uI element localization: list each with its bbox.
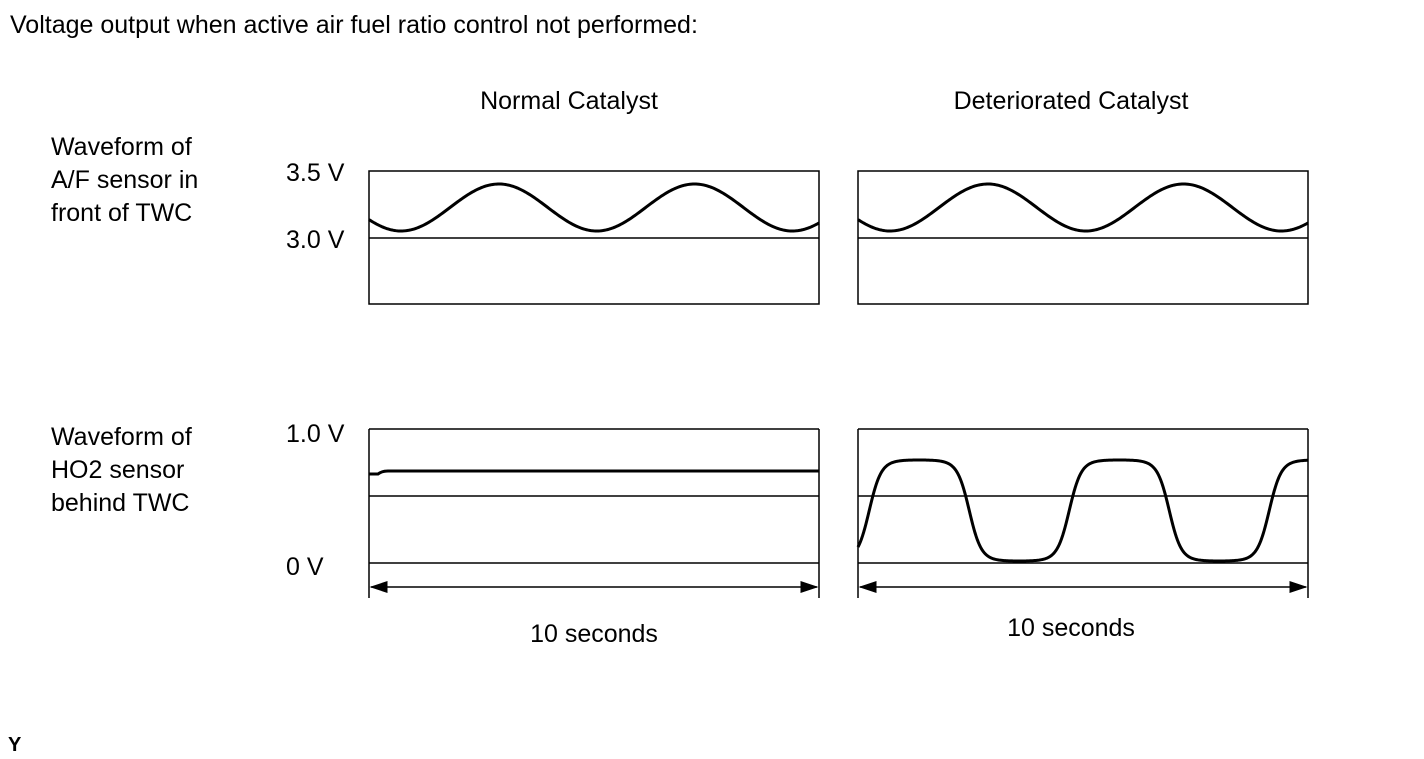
af-y-label-mid: 3.0 V	[286, 226, 345, 254]
column-heading-normal-catalyst: Normal Catalyst	[480, 87, 658, 115]
ho2-normal-waveform	[369, 469, 819, 476]
column-heading-deteriorated-catalyst: Deteriorated Catalyst	[953, 87, 1189, 115]
af-normal-panel	[368, 170, 820, 305]
ho2-deteriorated-panel	[856, 428, 1309, 598]
af-deteriorated-panel	[857, 170, 1309, 305]
ho2-deteriorated-waveform	[856, 458, 1309, 563]
af-normal-waveform	[368, 182, 820, 233]
corner-mark: Y	[8, 734, 22, 756]
row-label-af-sensor: Waveform of A/F sensor in front of TWC	[51, 133, 199, 227]
ho2-y-label-bottom: 0 V	[286, 553, 324, 581]
ho2-normal-panel	[368, 428, 820, 598]
time-span-label-normal: 10 seconds	[530, 620, 658, 648]
row-label-ho2-sensor: Waveform of HO2 sensor behind TWC	[51, 423, 192, 517]
ho2-y-label-top: 1.0 V	[286, 420, 345, 448]
time-span-label-deteriorated: 10 seconds	[1007, 614, 1135, 642]
af-y-label-top: 3.5 V	[286, 159, 345, 187]
af-deteriorated-waveform	[857, 182, 1309, 233]
page-title: Voltage output when active air fuel rati…	[10, 11, 698, 39]
